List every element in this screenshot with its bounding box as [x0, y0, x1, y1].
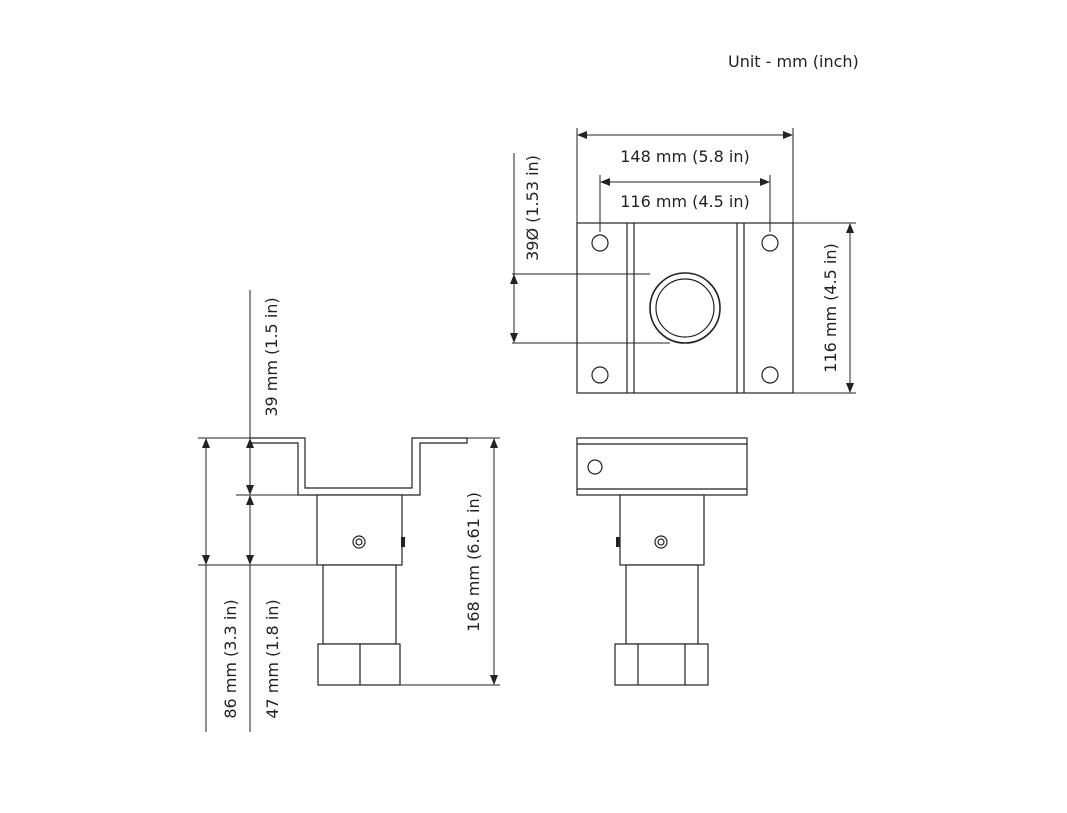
front-view — [576, 437, 748, 686]
top-plate — [576, 222, 794, 394]
dim-width-holes: 116 mm (4.5 in) — [620, 192, 749, 211]
top-view: 148 mm (5.8 in) 116 mm (4.5 in) 116 mm (… — [510, 128, 856, 394]
mount-hole — [591, 366, 609, 384]
base — [317, 643, 401, 686]
u-bracket — [250, 437, 468, 496]
dim-height-total: 86 mm (3.3 in) — [221, 599, 240, 718]
dim-height: 116 mm (4.5 in) — [821, 243, 840, 372]
front-plate — [576, 437, 748, 496]
dim-width-outer: 148 mm (5.8 in) — [620, 147, 749, 166]
dim-height-lower: 47 mm (1.8 in) — [263, 599, 282, 718]
unit-label: Unit - mm (inch) — [728, 52, 859, 71]
mount-hole — [761, 366, 779, 384]
front-housing — [619, 494, 705, 566]
mount-hole — [591, 234, 609, 252]
front-shaft — [625, 564, 699, 645]
shaft — [322, 564, 397, 645]
center-boss-inner — [655, 278, 715, 338]
housing-upper — [316, 494, 403, 566]
dim-hole-diameter: 39Ø (1.53 in) — [523, 155, 542, 261]
front-base — [614, 643, 709, 686]
center-boss-outer — [649, 272, 721, 344]
dim-height-upper: 39 mm (1.5 in) — [262, 297, 281, 416]
side-view-left: 39 mm (1.5 in) 86 mm (3.3 in) 47 mm (1.8… — [198, 290, 500, 732]
mount-hole — [761, 234, 779, 252]
dim-height-full: 168 mm (6.61 in) — [464, 492, 483, 632]
